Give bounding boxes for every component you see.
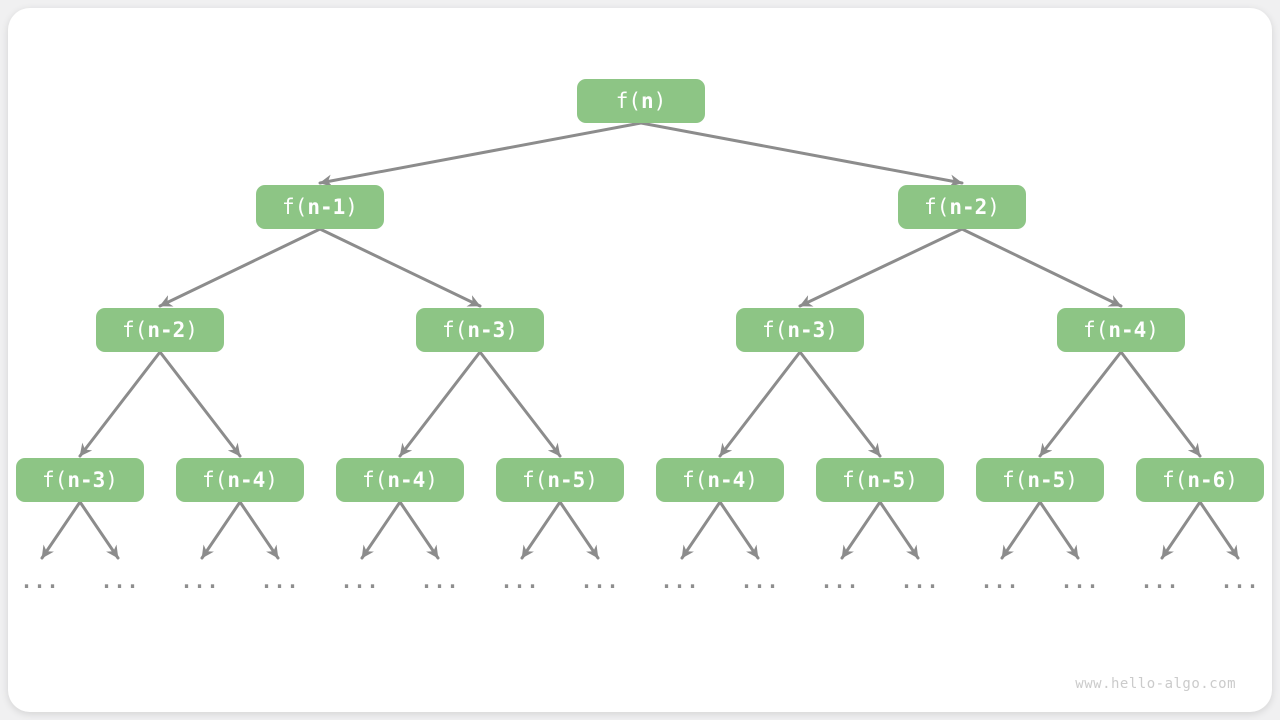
tree-node: f(n-3): [416, 308, 544, 352]
ellipsis-leaf: ...: [1220, 569, 1260, 593]
ellipsis-leaf: ...: [660, 569, 700, 593]
ellipsis-leaf: ...: [900, 569, 940, 593]
tree-node: f(n-1): [256, 185, 384, 229]
tree-node: f(n-6): [1136, 458, 1264, 502]
ellipsis-leaf: ...: [980, 569, 1020, 593]
ellipsis-leaf: ...: [180, 569, 220, 593]
ellipsis-leaf: ...: [820, 569, 860, 593]
tree-node: f(n-2): [898, 185, 1026, 229]
watermark: www.hello-algo.com: [1075, 676, 1236, 692]
tree-node: f(n-4): [336, 458, 464, 502]
ellipsis-leaf: ...: [100, 569, 140, 593]
tree-node: f(n-4): [656, 458, 784, 502]
ellipsis-leaf: ...: [1060, 569, 1100, 593]
ellipsis-leaf: ...: [420, 569, 460, 593]
ellipsis-leaf: ...: [340, 569, 380, 593]
tree-node: f(n-5): [816, 458, 944, 502]
tree-node: f(n-3): [16, 458, 144, 502]
tree-node: f(n-3): [736, 308, 864, 352]
tree-node-root: f(n): [577, 79, 705, 123]
node-label: f(: [615, 88, 641, 113]
tree-node: f(n-2): [96, 308, 224, 352]
ellipsis-leaf: ...: [260, 569, 300, 593]
ellipsis-leaf: ...: [740, 569, 780, 593]
tree-node: f(n-4): [176, 458, 304, 502]
tree-node: f(n-5): [976, 458, 1104, 502]
diagram-canvas: [8, 8, 1272, 712]
ellipsis-leaf: ...: [20, 569, 60, 593]
ellipsis-leaf: ...: [1140, 569, 1180, 593]
ellipsis-leaf: ...: [580, 569, 620, 593]
ellipsis-leaf: ...: [500, 569, 540, 593]
tree-node: f(n-5): [496, 458, 624, 502]
edge-arrows: [40, 121, 1240, 560]
tree-node: f(n-4): [1057, 308, 1185, 352]
